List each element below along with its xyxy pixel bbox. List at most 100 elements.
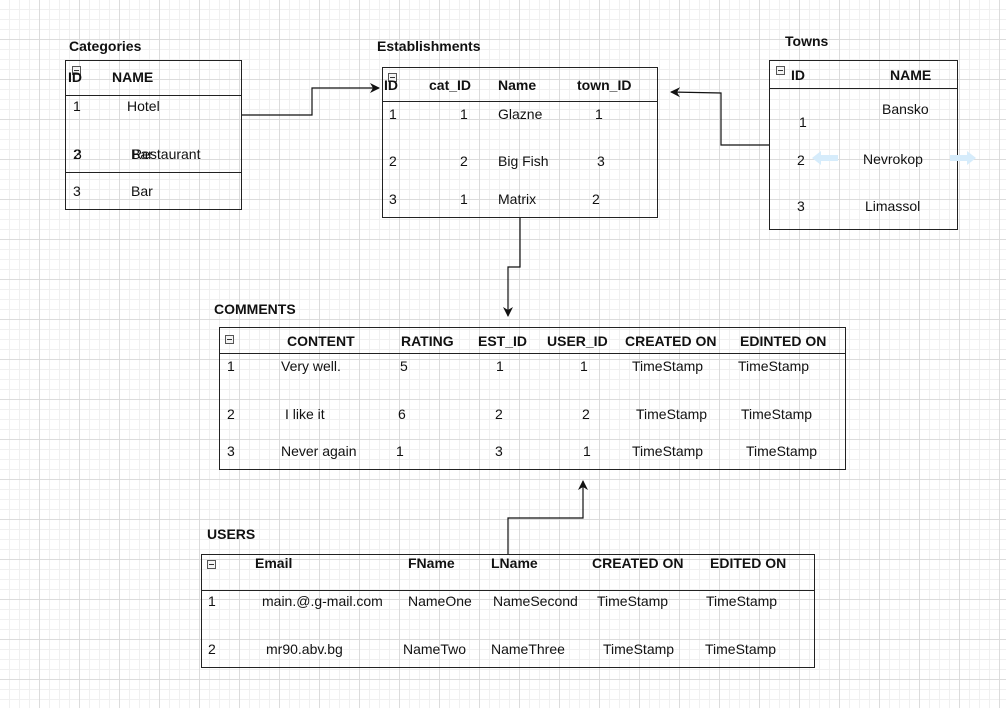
comments-row-est-id: 1	[496, 358, 504, 374]
users-header-lname: LName	[491, 555, 538, 571]
categories-header-id: ID	[68, 69, 82, 85]
hover-arrow-left-icon[interactable]	[812, 151, 840, 165]
establishments-header-name: Name	[498, 77, 537, 93]
comments-row-id: 3	[227, 443, 235, 459]
establishments-row-id: 1	[389, 106, 397, 122]
towns-header-name: NAME	[890, 67, 932, 83]
establishments-header-id: ID	[384, 77, 398, 93]
users-row-email: mr90.abv.bg	[266, 641, 343, 657]
categories-row-name: Bar	[131, 183, 153, 199]
users-row-fname: NameOne	[408, 593, 472, 609]
users-header-edited-on: EDITED ON	[710, 555, 787, 571]
establishments-header-cat-id: cat_ID	[429, 77, 472, 93]
categories-row-divider	[65, 172, 242, 173]
towns-header-divider	[769, 88, 958, 89]
comments-row-created-on: TimeStamp	[632, 443, 704, 459]
hover-arrow-right-icon[interactable]	[948, 151, 976, 165]
users-header-email: Email	[255, 555, 293, 571]
towns-header-id: ID	[791, 67, 805, 83]
towns-row-id: 2	[797, 152, 805, 168]
establishments-header-town-id: town_ID	[577, 77, 632, 93]
comments-row-edited-on: TimeStamp	[741, 406, 813, 422]
categories-title: Categories	[69, 38, 142, 54]
establishments-row-name: Big Fish	[498, 153, 549, 169]
users-row-lname: NameThree	[491, 641, 565, 657]
establishments-header-divider	[382, 101, 658, 102]
users-row-email: main.@.g-mail.com	[262, 593, 383, 609]
establishments-title: Establishments	[377, 38, 481, 54]
categories-table[interactable]	[65, 60, 242, 210]
comments-row-created-on: TimeStamp	[636, 406, 708, 422]
comments-header-user-id: USER_ID	[547, 333, 608, 349]
establishments-row-name: Matrix	[498, 191, 537, 207]
categories-row-name: Hotel	[127, 98, 160, 114]
establishments-row-cat-id: 1	[460, 191, 468, 207]
users-row-edited-on: TimeStamp	[706, 593, 778, 609]
comments-table[interactable]	[219, 327, 846, 470]
comments-header-created-on: CREATED ON	[625, 333, 717, 349]
users-table[interactable]	[201, 554, 815, 668]
towns-to-establishments-connector[interactable]	[670, 87, 769, 146]
categories-row-name: Restaurant	[132, 146, 201, 162]
comments-row-rating: 6	[398, 406, 406, 422]
establishments-row-town-id: 3	[597, 153, 605, 169]
comments-row-user-id: 2	[582, 406, 590, 422]
comments-row-rating: 5	[400, 358, 408, 374]
comments-row-rating: 1	[396, 443, 404, 459]
establishments-table[interactable]	[382, 67, 658, 218]
establishments-collapse-icon[interactable]	[388, 73, 397, 82]
categories-ghost-id: 3	[74, 146, 82, 162]
comments-row-id: 1	[227, 358, 235, 374]
establishments-row-cat-id: 1	[460, 106, 468, 122]
establishments-to-comments-connector[interactable]	[503, 218, 521, 317]
establishments-row-name: Glazne	[498, 106, 543, 122]
establishments-row-town-id: 1	[595, 106, 603, 122]
comments-header-content: CONTENT	[287, 333, 355, 349]
users-row-fname: NameTwo	[403, 641, 467, 657]
establishments-row-id: 2	[389, 153, 397, 169]
comments-header-est-id: EST_ID	[478, 333, 528, 349]
comments-row-edited-on: TimeStamp	[738, 358, 810, 374]
establishments-row-cat-id: 2	[460, 153, 468, 169]
comments-header-rating: RATING	[401, 333, 454, 349]
comments-row-content: Never again	[281, 443, 357, 459]
towns-collapse-icon[interactable]	[776, 66, 785, 75]
towns-row-id: 3	[797, 198, 805, 214]
comments-header-divider	[219, 353, 846, 354]
users-row-created-on: TimeStamp	[597, 593, 669, 609]
users-collapse-icon[interactable]	[207, 560, 216, 569]
categories-row-id: 3	[73, 183, 81, 199]
towns-row-id: 1	[799, 114, 807, 130]
comments-row-est-id: 3	[495, 443, 503, 459]
comments-collapse-icon[interactable]	[225, 335, 234, 344]
categories-row-id: 2	[73, 146, 81, 162]
users-row-id: 1	[208, 593, 216, 609]
comments-title: COMMENTS	[214, 301, 296, 317]
towns-row-name: Limassol	[865, 198, 921, 214]
towns-table[interactable]	[769, 60, 958, 230]
categories-collapse-icon[interactable]	[72, 66, 81, 75]
comments-row-content: I like it	[285, 406, 325, 422]
categories-header-name: NAME	[112, 69, 154, 85]
users-header-fname: FName	[408, 555, 455, 571]
users-to-comments-connector[interactable]	[507, 480, 588, 554]
users-header-created-on: CREATED ON	[592, 555, 684, 571]
users-row-created-on: TimeStamp	[603, 641, 675, 657]
categories-row-id: 1	[73, 98, 81, 114]
users-row-lname: NameSecond	[493, 593, 578, 609]
comments-row-user-id: 1	[580, 358, 588, 374]
categories-ghost-name: Bar	[131, 146, 153, 162]
categories-header-divider	[65, 95, 242, 96]
comments-row-content: Very well.	[281, 358, 341, 374]
comments-row-edited-on: TimeStamp	[746, 443, 818, 459]
categories-to-establishments-connector[interactable]	[242, 83, 380, 116]
comments-row-id: 2	[227, 406, 235, 422]
comments-header-edited-on: EDINTED ON	[740, 333, 827, 349]
towns-row-name: Bansko	[882, 101, 929, 117]
users-header-divider	[201, 590, 815, 591]
users-row-id: 2	[208, 641, 216, 657]
establishments-row-id: 3	[389, 191, 397, 207]
comments-row-created-on: TimeStamp	[632, 358, 704, 374]
users-row-edited-on: TimeStamp	[705, 641, 777, 657]
